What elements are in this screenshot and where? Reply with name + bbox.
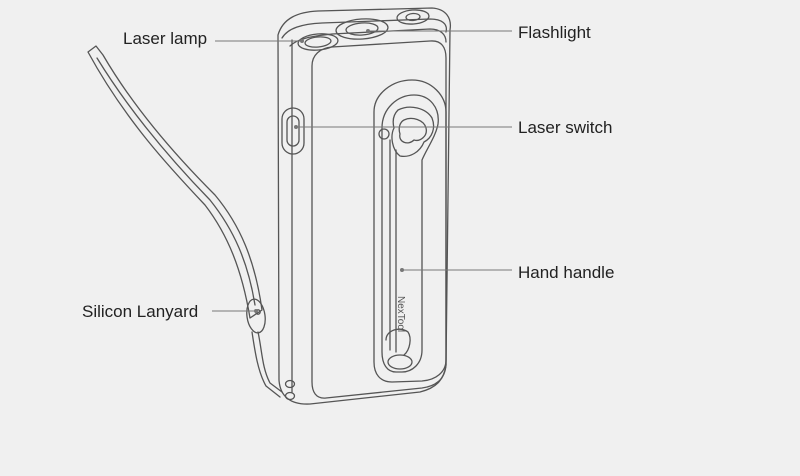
lanyard-holes <box>284 379 296 401</box>
label-hand-handle: Hand handle <box>518 263 615 282</box>
device-body <box>277 7 452 405</box>
label-laser-switch: Laser switch <box>518 118 613 137</box>
leader-dot-silicon-lanyard <box>254 309 258 313</box>
flashlight-part <box>335 9 430 40</box>
leader-dot-hand-handle <box>400 268 404 272</box>
hand-handle-part <box>373 79 447 383</box>
leader-dot-laser-lamp <box>300 39 304 43</box>
leader-dot-laser-switch <box>294 125 298 129</box>
laser-lamp-part <box>297 33 339 51</box>
lanyard-strap <box>87 45 283 398</box>
brand-text: NexTool <box>395 296 406 332</box>
side-button <box>281 107 305 155</box>
label-silicon-lanyard: Silicon Lanyard <box>82 302 199 321</box>
leader-lines <box>212 30 512 312</box>
label-flashlight: Flashlight <box>518 23 591 42</box>
leader-dot-flashlight <box>366 29 370 33</box>
label-laser-lamp: Laser lamp <box>123 29 208 48</box>
